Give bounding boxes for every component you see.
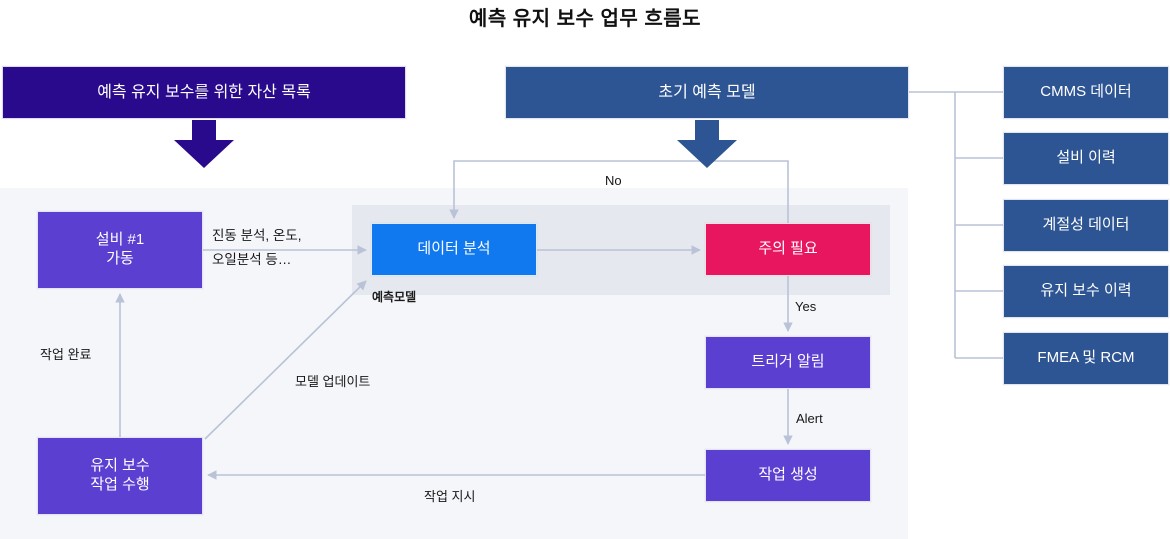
data-source-cmms[interactable]: CMMS 데이터: [1003, 66, 1169, 119]
edge-label-no: No: [605, 173, 622, 188]
node-trigger-alert[interactable]: 트리거 알림: [705, 336, 871, 389]
node-attention-required[interactable]: 주의 필요: [705, 223, 871, 276]
node-perform-maintenance-line2: 작업 수행: [90, 476, 150, 493]
edge-label-yes: Yes: [795, 299, 817, 314]
initial-model-box[interactable]: 초기 예측 모델: [505, 66, 909, 119]
edge-label-model-update: 모델 업데이트: [295, 374, 371, 389]
data-source-equipment-history[interactable]: 설비 이력: [1003, 132, 1169, 185]
down-arrow-icon-model: [677, 120, 737, 168]
arrow-head: [174, 140, 234, 168]
edge-label-work-order: 작업 지시: [424, 489, 476, 504]
node-perform-maintenance-line1: 유지 보수: [90, 457, 150, 475]
arrow-head: [677, 140, 737, 168]
data-source-seasonality[interactable]: 계절성 데이터: [1003, 199, 1169, 252]
data-source-maintenance-history[interactable]: 유지 보수 이력: [1003, 265, 1169, 318]
node-equipment-running[interactable]: 설비 #1 가동: [37, 211, 203, 289]
node-equipment-running-line2: 가동: [106, 250, 134, 267]
edge-label-sensor-data-line2: 오일분석 등…: [212, 251, 292, 267]
node-equipment-running-line1: 설비 #1: [95, 231, 145, 249]
node-create-work-order[interactable]: 작업 생성: [705, 449, 871, 502]
node-data-analysis[interactable]: 데이터 분석: [371, 223, 537, 276]
edge-label-sensor-data-line1: 진동 분석, 온도,: [212, 228, 302, 243]
edge-label-work-done: 작업 완료: [40, 347, 92, 362]
edge-label-sensor-data: 진동 분석, 온도, 오일분석 등…: [212, 224, 302, 271]
predictive-model-group-label: 예측모델: [372, 290, 417, 304]
page-title: 예측 유지 보수 업무 흐름도: [468, 8, 702, 30]
edge-label-alert: Alert: [796, 411, 823, 426]
down-arrow-icon-asset: [174, 120, 234, 168]
wire-no-loop: [449, 160, 789, 223]
node-perform-maintenance[interactable]: 유지 보수 작업 수행: [37, 437, 203, 515]
wire-maintenance-to-analysis: [204, 280, 367, 440]
data-source-fmea-rcm[interactable]: FMEA 및 RCM: [1003, 332, 1169, 385]
asset-inventory-box[interactable]: 예측 유지 보수를 위한 자산 목록: [2, 66, 406, 119]
